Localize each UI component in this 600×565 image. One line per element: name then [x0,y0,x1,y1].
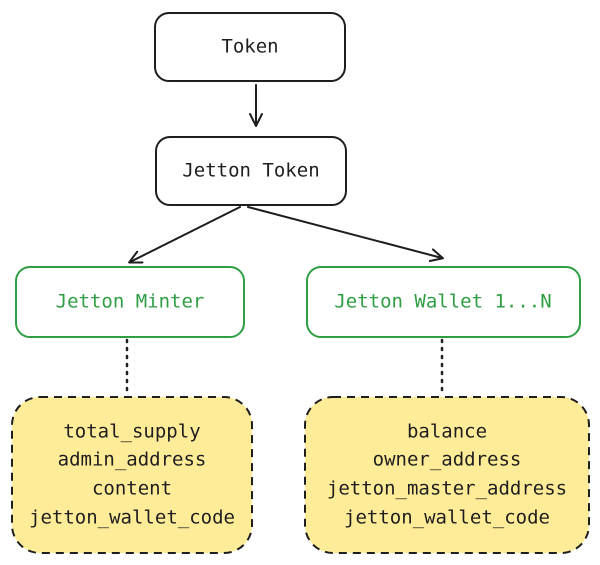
minter-field-label: jetton_wallet_code [29,507,235,529]
jetton-token-node: Jetton Token [155,136,347,206]
minter-field-label: total_supply [63,421,200,443]
jetton-minter-node-label: Jetton Minter [56,291,205,313]
jetton-token-node-label: Jetton Token [182,160,319,182]
token-node-label: Token [221,36,278,58]
wallet-field-label: owner_address [373,449,522,471]
jetton-wallet-node: Jetton Wallet 1...N [306,266,581,338]
arrow-jetton-token-to-wallet [247,206,444,263]
token-node: Token [154,12,346,82]
minter-field-label: content [92,478,172,500]
jetton-minter-node: Jetton Minter [15,266,245,338]
jetton-wallet-node-label: Jetton Wallet 1...N [334,291,551,313]
arrow-jetton-token-to-minter [128,206,241,264]
minter-field-label: admin_address [58,449,207,471]
wallet-field-label: jetton_master_address [327,478,567,500]
wallet-fields-box: balance owner_address jetton_master_addr… [304,396,590,554]
minter-fields-box: total_supply admin_address content jetto… [11,396,253,554]
wallet-field-label: balance [407,421,487,443]
wallet-field-label: jetton_wallet_code [344,507,550,529]
